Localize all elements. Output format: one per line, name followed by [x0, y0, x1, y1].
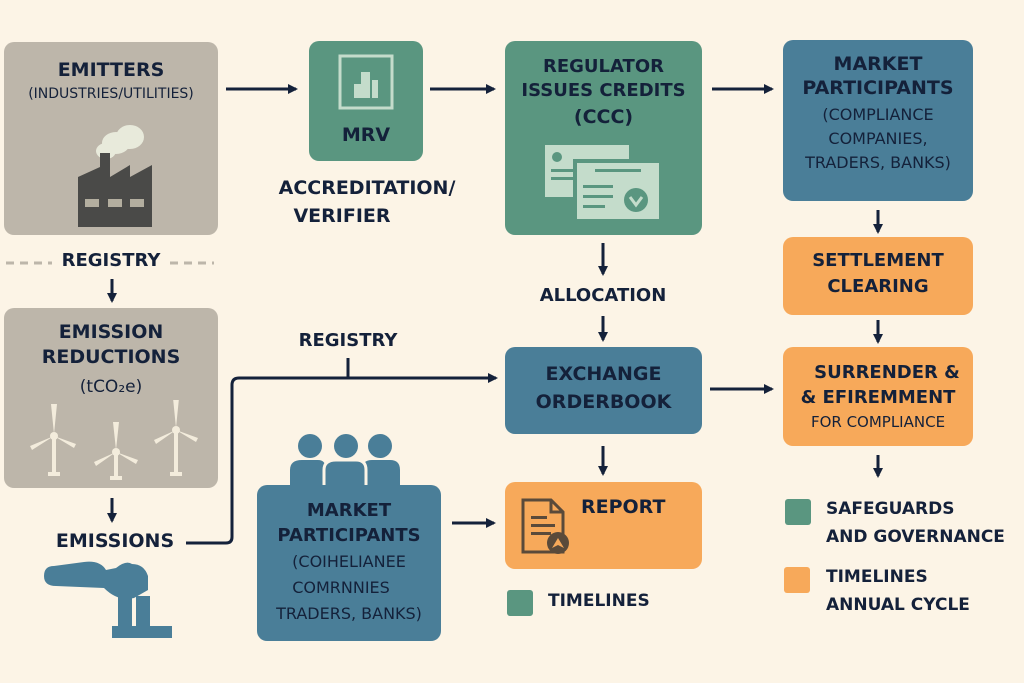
settlement-line-1: SETTLEMENT	[812, 250, 944, 271]
emitters-box[interactable]: EMITTERS (INDUSTRIES/UTILITIES)	[4, 42, 218, 235]
market-top-line-1: MARKET	[833, 53, 923, 75]
smokestack-icon	[44, 561, 172, 638]
market-top-line-4: COMPANIES,	[828, 129, 928, 148]
settlement-line-2: CLEARING	[827, 276, 929, 297]
regulator-title-1: REGULATOR	[543, 56, 664, 77]
accreditation-label-1: ACCREDITATION/	[278, 177, 456, 199]
exchange-line-1: EXCHANGE	[545, 363, 662, 385]
emitters-subtitle: (INDUSTRIES/UTILITIES)	[28, 86, 194, 102]
certificate-icon	[545, 145, 661, 221]
market-top-line-5: TRADERS, BANKS)	[805, 153, 951, 172]
reductions-line-3: (tCO₂e)	[79, 377, 143, 397]
exchange-orderbook-box[interactable]: EXCHANGE ORDERBOOK	[505, 347, 702, 434]
market-bottom-line-1: MARKET	[306, 500, 392, 521]
document-icon	[521, 498, 569, 554]
reductions-line-2: REDUCTIONS	[41, 346, 181, 368]
surrender-box[interactable]: SURRENDER & & EFIREMMENT FOR COMPLIANCE	[783, 347, 973, 446]
mrv-title: MRV	[341, 124, 391, 146]
market-bottom-line-5: TRADERS, BANKS)	[276, 604, 422, 623]
surrender-line-1: SURRENDER &	[814, 362, 960, 383]
legend-label-timelines-green: TIMELINES	[548, 591, 650, 611]
surrender-line-3: FOR COMPLIANCE	[810, 413, 946, 431]
people-group-icon	[290, 434, 400, 490]
mrv-box[interactable]: MRV	[309, 41, 423, 161]
factory-icon	[78, 125, 152, 227]
market-participants-bottom-box[interactable]: MARKET PARTICIPANTS (COIHELIANEE COMRNNI…	[257, 485, 441, 641]
market-participants-top-box[interactable]: MARKET PARTICIPANTS (COMPLIANCE COMPANIE…	[783, 40, 973, 201]
market-bottom-line-2: PARTICIPANTS	[277, 525, 421, 546]
exchange-line-2: ORDERBOOK	[535, 391, 672, 413]
legend-swatch-timelines-green	[507, 590, 533, 616]
legend-label-timelines-orange-1: TIMELINES	[826, 567, 928, 587]
emitters-title: EMITTERS	[57, 59, 165, 81]
wind-turbine-icon	[30, 400, 198, 480]
registry-mid-label: REGISTRY	[298, 330, 398, 351]
settlement-box[interactable]: SETTLEMENT CLEARING	[783, 237, 973, 315]
emissions-label: EMISSIONS	[55, 530, 175, 552]
market-top-line-2: PARTICIPANTS	[802, 77, 954, 99]
legend-swatch-safeguards	[785, 499, 811, 525]
market-bottom-line-4: COMRNNIES	[292, 578, 390, 597]
allocation-label: ALLOCATION	[539, 285, 667, 306]
legend-swatch-timelines-orange	[784, 567, 810, 593]
accreditation-label-2: VERIFIER	[293, 205, 391, 227]
regulator-title-2: ISSUES CREDITS	[521, 80, 686, 101]
report-label: REPORT	[581, 496, 666, 518]
legend-label-safeguards-2: AND GOVERNANCE	[826, 527, 1005, 547]
legend-label-safeguards-1: SAFEGUARDS	[826, 499, 955, 519]
regulator-title-3: (CCC)	[573, 106, 634, 128]
registry-left-label: REGISTRY	[61, 250, 161, 271]
market-bottom-line-3: (COIHELIANEE	[292, 552, 406, 571]
bar-chart-icon	[338, 54, 394, 110]
regulator-box[interactable]: REGULATOR ISSUES CREDITS (CCC)	[505, 41, 702, 235]
surrender-line-2: & EFIREMMENT	[800, 387, 956, 408]
reductions-line-1: EMISSION	[58, 321, 164, 343]
emission-reductions-box[interactable]: EMISSION REDUCTIONS (tCO₂e)	[4, 308, 218, 488]
market-top-line-3: (COMPLIANCE	[822, 105, 934, 124]
legend-label-timelines-orange-2: ANNUAL CYCLE	[826, 595, 970, 615]
report-box[interactable]: REPORT	[505, 482, 702, 569]
